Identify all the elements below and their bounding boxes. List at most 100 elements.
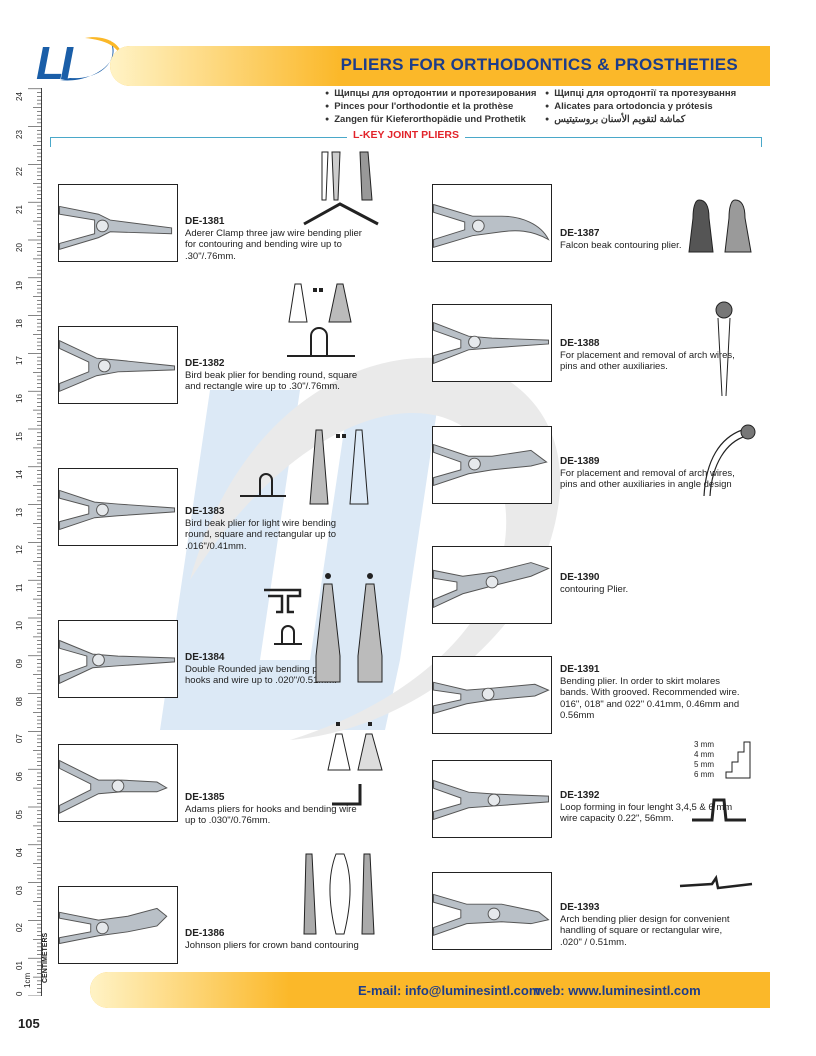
product-info-de-1386: DE-1386 Johnson pliers for crown band co… <box>185 928 365 951</box>
product-info-de-1393: DE-1393 Arch bending plier design for co… <box>560 902 740 948</box>
footer-email: E-mail: info@luminesintl.com <box>358 983 541 998</box>
jaw-sketch-icon <box>715 301 733 397</box>
jaw-sketch-icon <box>264 573 383 683</box>
product-description: For placement and removal of arch wires,… <box>560 349 735 373</box>
step-label: 6 mm <box>694 770 714 779</box>
plier-icon <box>59 489 175 531</box>
product-code: DE-1392 <box>560 790 600 801</box>
product-description: Adams pliers for hooks and bending wire … <box>185 803 357 827</box>
ruler-number: 06 <box>15 772 24 782</box>
product-info-de-1384: DE-1384 Double Rounded jaw bending plier… <box>185 652 365 687</box>
watermark-logo <box>160 357 561 740</box>
page-number: 105 <box>18 1016 40 1031</box>
plier-icon <box>433 321 549 365</box>
step-label: 5 mm <box>694 760 714 769</box>
jaw-sketch-icon <box>303 151 379 226</box>
product-code: DE-1386 <box>185 928 225 939</box>
jaw-sketch-icon <box>327 722 383 806</box>
plier-icon <box>59 639 175 685</box>
ruler-unit: 1cm <box>23 972 32 988</box>
ruler-number: 24 <box>15 91 24 101</box>
jaw-sketch-icon <box>692 741 751 822</box>
ruler-number: 07 <box>15 734 24 744</box>
ruler-number: 21 <box>15 205 24 215</box>
logo-text: LI <box>36 37 73 89</box>
language-line: Alicates para ortodoncia y prótesis <box>545 101 736 114</box>
plier-icon <box>433 681 550 715</box>
ruler-number: 19 <box>15 280 24 290</box>
language-line: Щипці для ортодонтії та протезування <box>545 88 736 101</box>
ruler-number: 05 <box>15 810 24 819</box>
ruler-unit-label: CENTIMETERS <box>42 932 49 983</box>
jaw-sketch-icon <box>287 283 355 357</box>
section-title: L-KEY JOINT PLIERS <box>347 129 465 141</box>
ruler-number: 18 <box>15 318 24 328</box>
logo-swoosh-icon <box>60 37 123 81</box>
plier-icon <box>59 339 175 393</box>
ruler-number: 11 <box>15 583 24 593</box>
product-description: Falcon beak contouring plier. <box>560 239 682 251</box>
product-photo-de-1385 <box>58 744 178 822</box>
step-labels: 3 mm 4 mm 5 mm 6 mm <box>694 740 714 780</box>
languages-right: Щипці для ортодонтії та протезування Ali… <box>545 88 736 127</box>
title-bar-gradient <box>110 46 340 86</box>
step-label: 4 mm <box>694 750 714 759</box>
plier-icon <box>59 907 168 945</box>
product-photo-de-1387 <box>432 184 552 262</box>
jaw-sketch-icon <box>303 853 375 935</box>
ruler-number: 03 <box>15 885 24 895</box>
ruler-number: 16 <box>15 394 24 404</box>
plier-icon <box>433 779 549 821</box>
product-code: DE-1381 <box>185 216 225 227</box>
product-info-de-1385: DE-1385 Adams pliers for hooks and bendi… <box>185 792 365 827</box>
page-title: PLIERS FOR ORTHODONTICS & PROSTHETIES <box>340 55 738 74</box>
product-photo-de-1392 <box>432 760 552 838</box>
product-description: Johnson pliers for crown band contouring <box>185 939 359 951</box>
product-info-de-1382: DE-1382 Bird beak plier for bending roun… <box>185 358 365 393</box>
product-description: contouring Plier. <box>560 583 629 595</box>
language-line: Zangen für Kieferorthopädie und Protheti… <box>325 114 536 127</box>
jaw-sketch-icon <box>240 429 369 505</box>
step-label: 3 mm <box>694 740 714 749</box>
ruler-number: 17 <box>15 356 24 366</box>
language-line: Щипцы для ортодонтии и протезирования <box>325 88 536 101</box>
plier-icon <box>433 203 550 249</box>
languages-left: Щипцы для ортодонтии и протезирования Pi… <box>325 88 536 127</box>
ruler-number: 12 <box>15 545 24 555</box>
ruler-number: 20 <box>15 243 24 252</box>
plier-icon <box>433 443 548 487</box>
product-description: Loop forming in four lenght 3,4,5 & 6 mm… <box>560 801 733 825</box>
product-photo-de-1381 <box>58 184 178 262</box>
product-code: DE-1390 <box>560 572 600 583</box>
product-info-de-1391: DE-1391 Bending plier. In order to skirt… <box>560 664 740 722</box>
brand-logo: LI <box>30 32 130 92</box>
product-photo-de-1389 <box>432 426 552 504</box>
footer-website: web: www.luminesintl.com <box>535 983 701 998</box>
plier-icon <box>59 759 168 814</box>
ruler-number: 14 <box>15 469 24 479</box>
plier-icon <box>59 205 173 250</box>
product-photo-de-1386 <box>58 886 178 964</box>
product-info-de-1383: DE-1383 Bird beak plier for light wire b… <box>185 506 365 552</box>
product-info-de-1389: DE-1389 For placement and removal of arc… <box>560 456 740 491</box>
ruler-number: 10 <box>15 621 24 630</box>
product-description: Bending plier. In order to skirt molares… <box>560 675 740 722</box>
product-code: DE-1384 <box>185 652 225 663</box>
product-code: DE-1391 <box>560 664 600 675</box>
product-info-de-1390: DE-1390 contouring Plier. <box>560 572 740 595</box>
product-code: DE-1382 <box>185 358 225 369</box>
ruler-number: 13 <box>15 507 24 517</box>
ruler-number: 04 <box>15 847 24 857</box>
product-info-de-1381: DE-1381 Aderer Clamp three jaw wire bend… <box>185 216 365 262</box>
ruler-number: 02 <box>15 923 24 933</box>
wire-bend-icon <box>679 874 753 890</box>
ruler-number: 15 <box>15 432 24 441</box>
product-code: DE-1389 <box>560 456 600 467</box>
product-code: DE-1387 <box>560 228 600 239</box>
title-bar: PLIERS FOR ORTHODONTICS & PROSTHETIES <box>110 46 770 86</box>
product-description: For placement and removal of arch wires,… <box>560 467 735 491</box>
footer-gradient <box>90 972 290 1008</box>
footer-bar: E-mail: info@luminesintl.com web: www.lu… <box>90 972 770 1008</box>
language-line: Pinces pour l'orthodontie et la prothèse <box>325 101 536 114</box>
